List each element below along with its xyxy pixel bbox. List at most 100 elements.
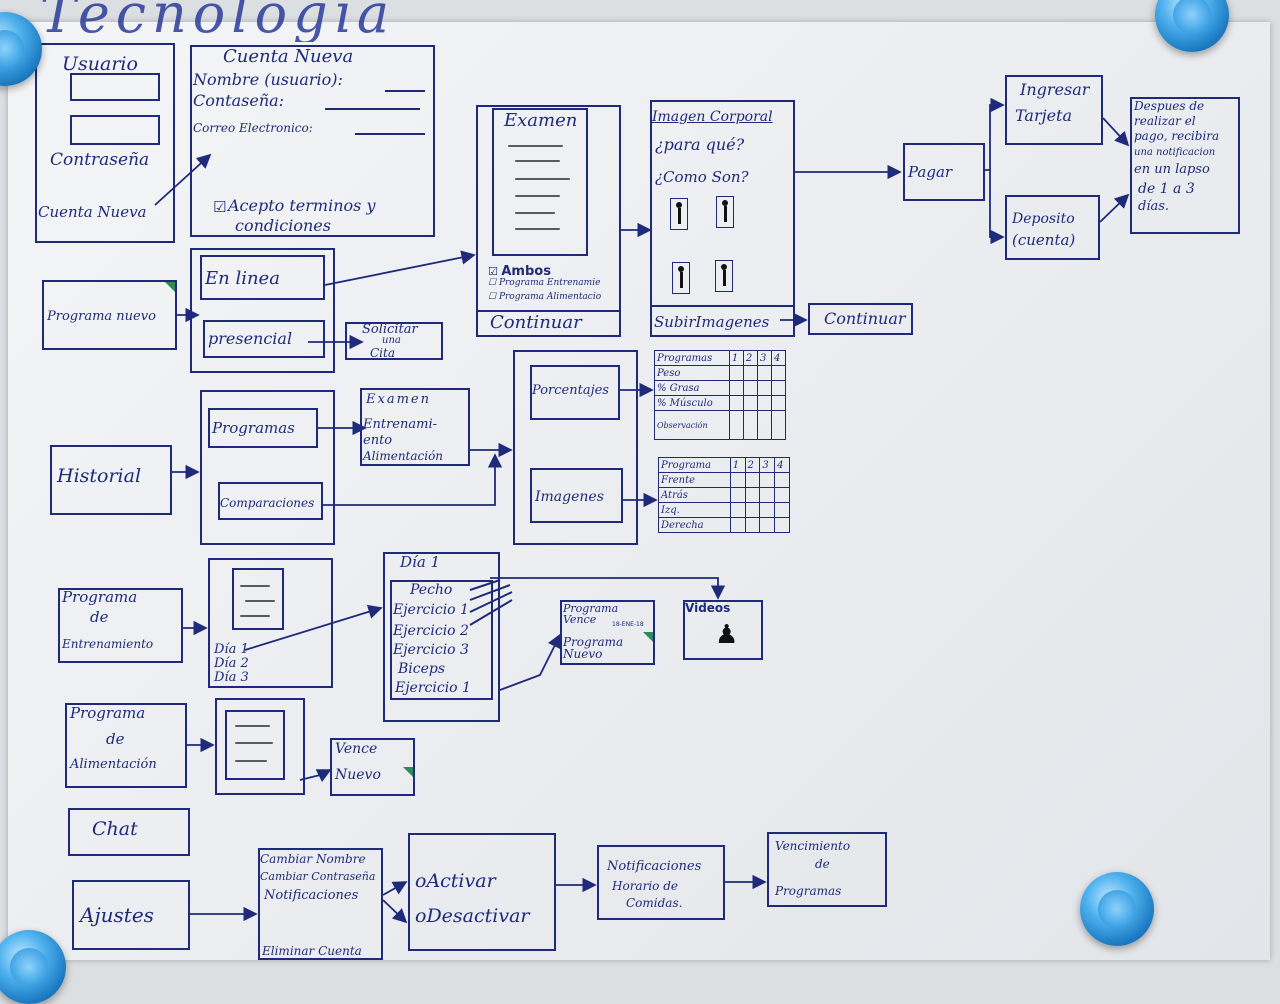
exercise-item[interactable]: Ejercicio 2 (393, 623, 469, 639)
option-ambos[interactable]: ☑ Ambos (488, 264, 551, 279)
imagen-continue-button[interactable] (808, 303, 913, 335)
exercise-item[interactable]: Ejercicio 3 (393, 642, 469, 658)
examen-detail-2: Entrenami- (363, 417, 437, 432)
subir-imagenes-label: SubirImagenes (654, 313, 770, 331)
email-line[interactable] (355, 133, 425, 135)
dia-2-link[interactable]: Día 2 (214, 656, 249, 671)
table-header: 1 (728, 350, 744, 366)
table-row-label: Derecha (658, 517, 731, 533)
menu-notificaciones[interactable]: Notificaciones (264, 888, 359, 903)
entrenamiento-box[interactable] (58, 588, 183, 663)
imagenes-button[interactable] (530, 468, 623, 523)
user-input[interactable] (70, 73, 160, 101)
pagar-box[interactable] (903, 143, 985, 201)
programas-label: Programas (212, 419, 295, 437)
ajustes-box[interactable] (72, 880, 190, 950)
examen-detail-4: Alimentación (363, 449, 444, 463)
table-header: 1 (729, 457, 746, 473)
historial-box[interactable] (50, 445, 172, 515)
notif-toggle-box (408, 833, 556, 951)
dia-detail-screen (383, 552, 500, 722)
alim-vence-label: Vence (335, 741, 378, 757)
password-label-new: Contaseña: (193, 91, 285, 110)
option-entrenamiento[interactable]: ☐ Programa Entrenamie (488, 278, 601, 288)
terms-checkbox[interactable]: ☑ (213, 198, 227, 216)
tarjeta-line-2: Tarjeta (1015, 106, 1073, 125)
presencial-label: presencial (208, 329, 293, 348)
name-label: Nombre (usuario): (193, 70, 343, 89)
password-input[interactable] (70, 115, 160, 145)
scribble (515, 228, 560, 230)
table-row-label: Frente (658, 472, 731, 488)
scribble (515, 160, 560, 162)
porcentajes-label: Porcentajes (532, 383, 609, 398)
scribble (235, 725, 270, 727)
tarjeta-line-1: Ingresar (1020, 80, 1090, 99)
option-alimentacion[interactable]: ☐ Programa Alimentacio (488, 292, 602, 302)
alim-nuevo-link[interactable]: Nuevo (335, 767, 381, 783)
porcentajes-button[interactable] (530, 365, 620, 420)
presencial-button[interactable] (203, 320, 325, 358)
terms-label: Acepto terminos y (228, 196, 376, 215)
name-line[interactable] (385, 90, 425, 92)
desactivar-radio[interactable]: oDesactivar (415, 905, 530, 927)
exercise-item[interactable]: Biceps (398, 661, 446, 677)
videos-box[interactable] (683, 600, 763, 660)
pago-note-2: realizar el (1134, 114, 1196, 128)
login-box (35, 43, 175, 243)
imagen-corporal-title: Imagen Corporal (652, 109, 773, 125)
table-row-label: Observación (654, 410, 730, 440)
alimentacion-line-2: de (106, 730, 125, 748)
alimentacion-box[interactable] (65, 703, 187, 788)
password-line[interactable] (325, 108, 420, 110)
chat-box[interactable] (68, 808, 190, 856)
cita-line-3: Cita (370, 346, 395, 360)
historial-label: Historial (57, 465, 142, 487)
venc-line-2: de (815, 857, 830, 871)
menu-cambiar-contrasena[interactable]: Cambiar Contraseña (260, 870, 376, 883)
entrenamiento-line-3: Entrenamiento (62, 637, 154, 651)
dia-1-link[interactable]: Día 1 (214, 642, 249, 657)
chat-label: Chat (92, 818, 138, 840)
examen-continue-button[interactable] (476, 310, 621, 337)
new-account-box (190, 45, 435, 237)
scribble (235, 760, 267, 762)
programa-nuevo-box[interactable] (42, 280, 177, 350)
body-figure-icon (715, 260, 733, 292)
magnet (1080, 872, 1154, 946)
menu-eliminar-cuenta[interactable]: Eliminar Cuenta (262, 944, 362, 958)
en-linea-button[interactable] (200, 255, 325, 300)
deposito-box[interactable] (1005, 195, 1100, 260)
new-account-title: Cuenta Nueva (223, 46, 354, 67)
pago-note-4: una notificacion (1134, 147, 1216, 158)
solicitar-cita-button[interactable] (345, 322, 443, 360)
imagenes-label: Imagenes (535, 489, 604, 505)
dia-3-link[interactable]: Día 3 (214, 670, 249, 685)
pago-note-5: en un lapso (1134, 162, 1210, 177)
exercise-item[interactable]: Ejercicio 1 (393, 602, 469, 618)
email-label: Correo Electronico: (193, 121, 313, 135)
video-figure-icon: ♟ (715, 620, 739, 650)
new-account-link[interactable]: Cuenta Nueva (38, 203, 147, 221)
exercise-item[interactable]: Ejercicio 1 (395, 680, 471, 696)
table-row-label: Atrás (658, 487, 731, 503)
magnet (0, 930, 66, 1004)
programa-vence-box (560, 600, 655, 665)
comparaciones-button[interactable] (218, 482, 323, 520)
scribble (515, 178, 570, 180)
activar-radio[interactable]: oActivar (415, 870, 496, 892)
entrenamiento-line-2: de (90, 608, 109, 626)
programas-button[interactable] (208, 408, 318, 448)
dia-title: Día 1 (400, 553, 441, 571)
exercise-item[interactable]: Pecho (410, 582, 453, 598)
pago-note-3: pago, recibira (1134, 129, 1220, 143)
scribble (240, 585, 270, 587)
alimentacion-doc (225, 710, 285, 780)
table-header: 4 (770, 350, 787, 366)
como-son-label: ¿Como Son? (655, 168, 749, 186)
porcentajes-table: Programas 1 2 3 4 Peso % Grasa % Músculo… (654, 350, 787, 440)
menu-cambiar-nombre[interactable]: Cambiar Nombre (260, 852, 366, 866)
programa-nuevo-link[interactable]: Programa Nuevo (563, 635, 624, 661)
en-linea-label: En linea (205, 268, 280, 289)
tarjeta-box[interactable] (1005, 75, 1103, 145)
